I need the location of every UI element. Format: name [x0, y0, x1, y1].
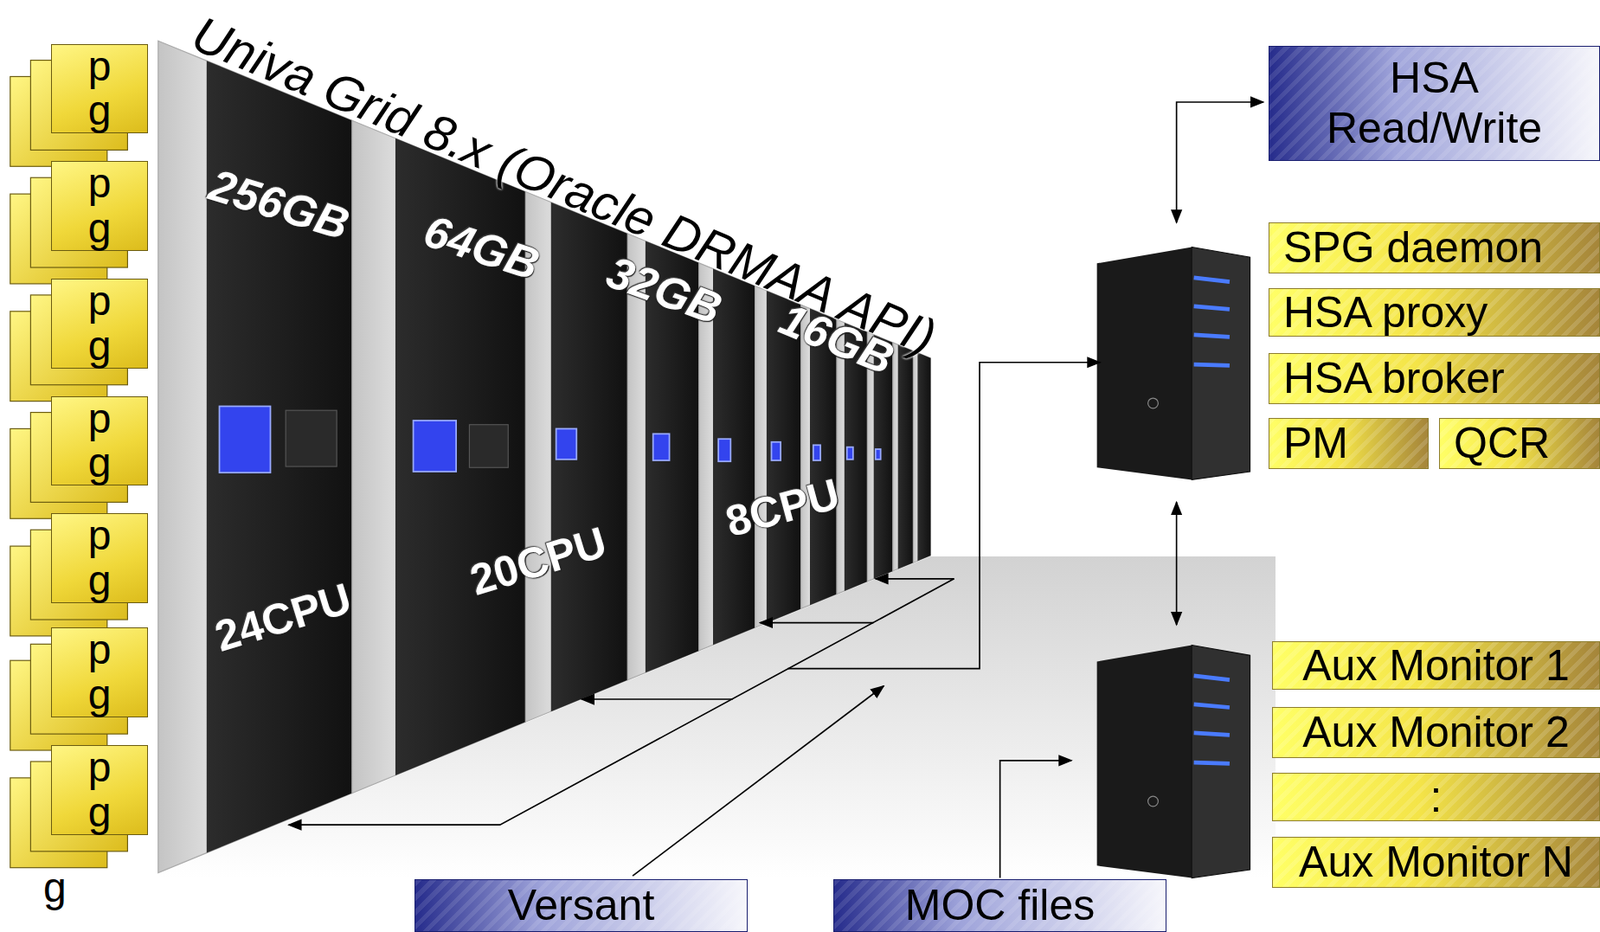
node-text: Aux Monitor N — [1298, 838, 1574, 887]
server-link-arrow — [1175, 501, 1178, 625]
art-polygon — [158, 40, 353, 873]
art-rect — [285, 410, 337, 467]
process-box: PM — [1268, 417, 1429, 470]
document-card: pg — [51, 278, 148, 369]
cpu-label: 24CPU — [209, 572, 358, 662]
node-text: p — [88, 514, 112, 557]
memory-label: 64GB — [417, 204, 547, 290]
art-polygon — [713, 269, 756, 646]
node-text: PM — [1283, 419, 1349, 468]
document-card: pg — [51, 745, 148, 836]
process-box: : — [1272, 772, 1600, 822]
art-circle — [1148, 796, 1159, 807]
dispatch-arrow — [760, 622, 874, 624]
art-polygon — [893, 342, 914, 572]
node-text: g — [88, 442, 112, 484]
node-text: Aux Monitor 1 — [1302, 642, 1569, 690]
art-line — [1194, 704, 1230, 708]
data-store-box: Versant — [414, 879, 748, 932]
process-box: Aux Monitor N — [1272, 836, 1600, 888]
document-card: pg — [51, 513, 148, 604]
process-box: Aux Monitor 1 — [1272, 641, 1600, 690]
node-text: HSA broker — [1283, 354, 1505, 403]
node-text: g — [88, 89, 112, 132]
node-text: g — [88, 559, 112, 602]
node-text: SPG daemon — [1283, 224, 1543, 272]
node-text: p — [88, 280, 112, 322]
node-text: HSA Read/Write — [1313, 53, 1556, 154]
cpu-label: 20CPU — [464, 516, 613, 606]
document-card: pg — [51, 160, 148, 251]
art-polygon — [1191, 645, 1250, 879]
art-line — [1194, 675, 1230, 681]
node-text: p — [88, 746, 112, 789]
document-card: pg — [51, 44, 148, 134]
node-text: g — [88, 207, 112, 250]
node-text: p — [88, 45, 112, 88]
process-box: QCR — [1439, 417, 1600, 470]
art-rect — [469, 424, 508, 469]
art-rect — [847, 447, 854, 460]
node-text: p — [88, 398, 112, 440]
art-line — [1194, 732, 1230, 735]
node-text: HSA proxy — [1283, 289, 1488, 337]
node-text: p — [88, 162, 112, 205]
art-rect — [413, 420, 457, 472]
cpu-label: 8CPU — [719, 468, 845, 547]
art-rect — [556, 428, 578, 459]
art-rect — [653, 433, 670, 461]
node-text: g — [88, 791, 112, 834]
art-g — [1194, 277, 1230, 366]
art-rect — [813, 444, 821, 461]
art-line — [1194, 762, 1230, 764]
process-box: HSA proxy — [1268, 288, 1600, 337]
art-polygon — [912, 351, 931, 564]
node-text: MOC files — [905, 880, 1095, 932]
art-polygon — [1097, 246, 1193, 480]
art-polygon — [1097, 645, 1193, 879]
art-polygon — [898, 344, 914, 569]
art-line — [1194, 277, 1230, 283]
art-rect — [219, 405, 271, 473]
art-rect — [771, 442, 781, 461]
process-box: Aux Monitor 2 — [1272, 706, 1600, 759]
document-card: pg — [51, 396, 148, 486]
document-card: pg — [51, 627, 148, 718]
art-line — [1194, 306, 1230, 310]
process-box: SPG daemon — [1268, 222, 1600, 274]
art-polygon — [1191, 246, 1250, 480]
art-g — [1194, 675, 1230, 764]
node-text: g — [88, 325, 112, 367]
dispatch-arrow — [581, 698, 733, 701]
rack-keypad — [285, 410, 508, 468]
dispatch-arrow — [875, 578, 955, 580]
node-text: Aux Monitor 2 — [1302, 708, 1569, 757]
art-polygon — [917, 353, 931, 562]
moc-arrow — [1000, 760, 1073, 879]
process-box: HSA broker — [1268, 353, 1600, 405]
data-store-box: MOC files — [833, 879, 1167, 932]
rack-displays — [219, 405, 881, 473]
node-text: p — [88, 629, 112, 671]
node-text: g — [88, 674, 112, 716]
art-rect — [718, 438, 731, 462]
hsa-arrow — [1176, 102, 1264, 223]
server-tower — [1097, 645, 1251, 879]
node-text: QCR — [1453, 419, 1550, 468]
node-text: Versant — [507, 880, 656, 932]
memory-label: 256GB — [203, 158, 355, 251]
art-circle — [1148, 398, 1159, 409]
card-letter: g — [43, 863, 67, 912]
art-line — [1194, 364, 1230, 366]
dispatch-arrow — [289, 578, 955, 825]
art-rect — [875, 449, 881, 460]
node-text: : — [1430, 773, 1443, 822]
art-line — [1194, 334, 1230, 337]
data-store-box: HSA Read/Write — [1268, 45, 1600, 161]
server-tower — [1097, 246, 1251, 480]
versant-arrow — [632, 686, 884, 876]
arrows — [289, 102, 1264, 879]
